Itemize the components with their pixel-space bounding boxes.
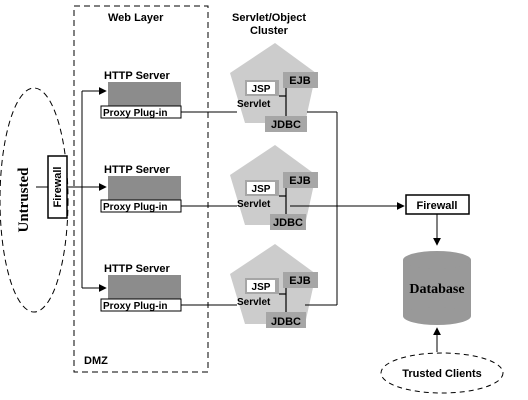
ejb-label: EJB [289,275,310,287]
trusted-clients-label: Trusted Clients [402,368,481,380]
web-layer-label: Web Layer [108,12,164,24]
firewall-left-label: Firewall [52,167,64,208]
jsp-label: JSP [252,184,271,195]
jsp-label: JSP [252,282,271,293]
connectors-in [36,87,107,292]
dmz-label: DMZ [84,355,108,367]
http-server-label: HTTP Server [104,164,171,176]
web-server-3: HTTP Server Proxy Plug-in [100,263,182,312]
jdbc-label: JDBC [273,217,303,229]
http-server-label: HTTP Server [104,263,171,275]
database: Database [403,251,471,325]
dmz-zone: Web Layer DMZ [73,5,209,373]
cluster-node-1: JSP EJB Servlet JDBC [230,43,318,132]
web-server-2: HTTP Server Proxy Plug-in [100,164,182,213]
proxy-plugin-label: Proxy Plug-in [103,108,167,119]
connectors-out [181,111,405,306]
ejb-label: EJB [289,175,310,187]
database-label: Database [409,282,464,297]
cluster-node-3: JSP EJB Servlet JDBC [230,244,318,328]
firewall-left: Firewall [47,155,68,219]
cluster-label-line1: Servlet/Object [232,12,306,24]
firewall-right-label: Firewall [417,200,458,212]
jdbc-label: JDBC [271,119,301,131]
untrusted-zone: Untrusted [0,87,69,313]
ejb-label: EJB [289,75,310,87]
cluster-label-line2: Cluster [250,25,289,37]
proxy-plugin-label: Proxy Plug-in [103,301,167,312]
jdbc-label: JDBC [271,316,301,328]
http-server-label: HTTP Server [104,70,171,82]
trusted-clients: Trusted Clients [380,327,504,394]
jsp-label: JSP [252,84,271,95]
servlet-label: Servlet [237,99,271,110]
firewall-right: Firewall [405,194,470,246]
cluster-node-2: JSP EJB Servlet JDBC [230,145,318,230]
servlet-label: Servlet [237,199,271,210]
servlet-label: Servlet [237,297,271,308]
proxy-plugin-label: Proxy Plug-in [103,202,167,213]
untrusted-label: Untrusted [16,167,32,233]
web-server-1: HTTP Server Proxy Plug-in [100,70,182,119]
